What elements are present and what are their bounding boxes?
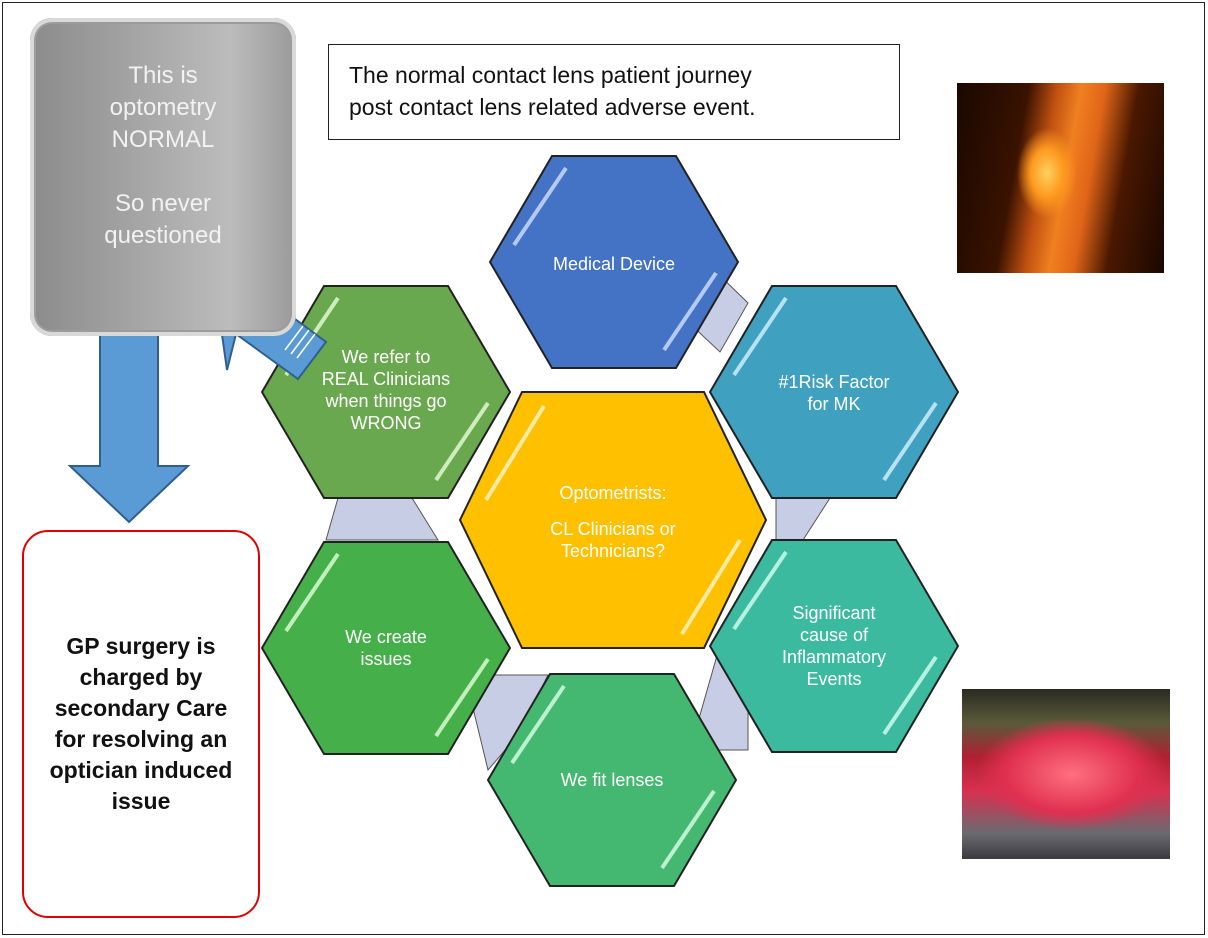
arrow-down xyxy=(67,305,191,524)
label-center: Optometrists: CL Clinicians or Technicia… xyxy=(528,482,698,562)
red-box-text: GP surgery is charged by secondary Care … xyxy=(49,633,233,814)
label-line: issues xyxy=(360,649,412,669)
label-line: Medical Device xyxy=(552,254,676,274)
gray-line-1: This is xyxy=(128,62,198,89)
hex-significant-cause xyxy=(708,539,960,753)
label-line: cause of xyxy=(799,625,869,645)
red-box: GP surgery is charged by secondary Care … xyxy=(22,530,260,918)
label-line: Inflammatory xyxy=(781,647,887,667)
hex-center xyxy=(458,391,768,649)
label-line: Optometrists: xyxy=(559,483,667,503)
label-risk-factor: #1Risk Factor for MK xyxy=(760,371,908,415)
label-line: We fit lenses xyxy=(560,770,664,790)
label-line: We create xyxy=(345,627,427,647)
hex-medical-device xyxy=(488,155,740,369)
label-create-issues: We create issues xyxy=(312,626,460,670)
connector-left xyxy=(325,497,439,541)
label-fit-lenses: We fit lenses xyxy=(532,769,692,791)
gray-line-2: optometry xyxy=(109,94,217,121)
label-line: Significant xyxy=(792,603,876,623)
label-line: WRONG xyxy=(350,413,422,433)
gray-line-5: So never xyxy=(114,190,212,217)
title-line-2: post contact lens related adverse event. xyxy=(349,94,756,120)
gray-line-6: questioned xyxy=(104,222,222,249)
label-medical-device: Medical Device xyxy=(540,253,688,275)
label-line: #1Risk Factor xyxy=(778,372,890,392)
hex-refer-clinicians xyxy=(260,285,512,499)
label-line: Technicians? xyxy=(560,541,666,561)
gray-line-3: NORMAL xyxy=(111,126,215,153)
hex-risk-factor xyxy=(708,285,960,499)
hex-create-issues xyxy=(260,541,512,755)
label-refer-clinicians: We refer to REAL Clinicians when things … xyxy=(300,346,472,434)
label-line: when things go xyxy=(325,391,447,411)
gray-box: This is optometry NORMAL So never questi… xyxy=(30,18,296,336)
title-box: The normal contact lens patient journey … xyxy=(328,44,900,140)
label-line: We refer to xyxy=(341,347,431,367)
label-line: Events xyxy=(806,669,862,689)
eye-photo-eyelid xyxy=(962,689,1170,859)
label-line: CL Clinicians or xyxy=(550,519,676,539)
connector-right xyxy=(775,497,831,541)
hex-fit-lenses xyxy=(486,673,738,887)
eye-photo-inflamed xyxy=(957,83,1164,273)
title-line-1: The normal contact lens patient journey xyxy=(349,62,752,88)
label-line: REAL Clinicians xyxy=(321,369,451,389)
label-spacer xyxy=(528,504,698,518)
label-line: for MK xyxy=(807,394,861,414)
label-significant-cause: Significant cause of Inflammatory Events xyxy=(752,602,916,690)
